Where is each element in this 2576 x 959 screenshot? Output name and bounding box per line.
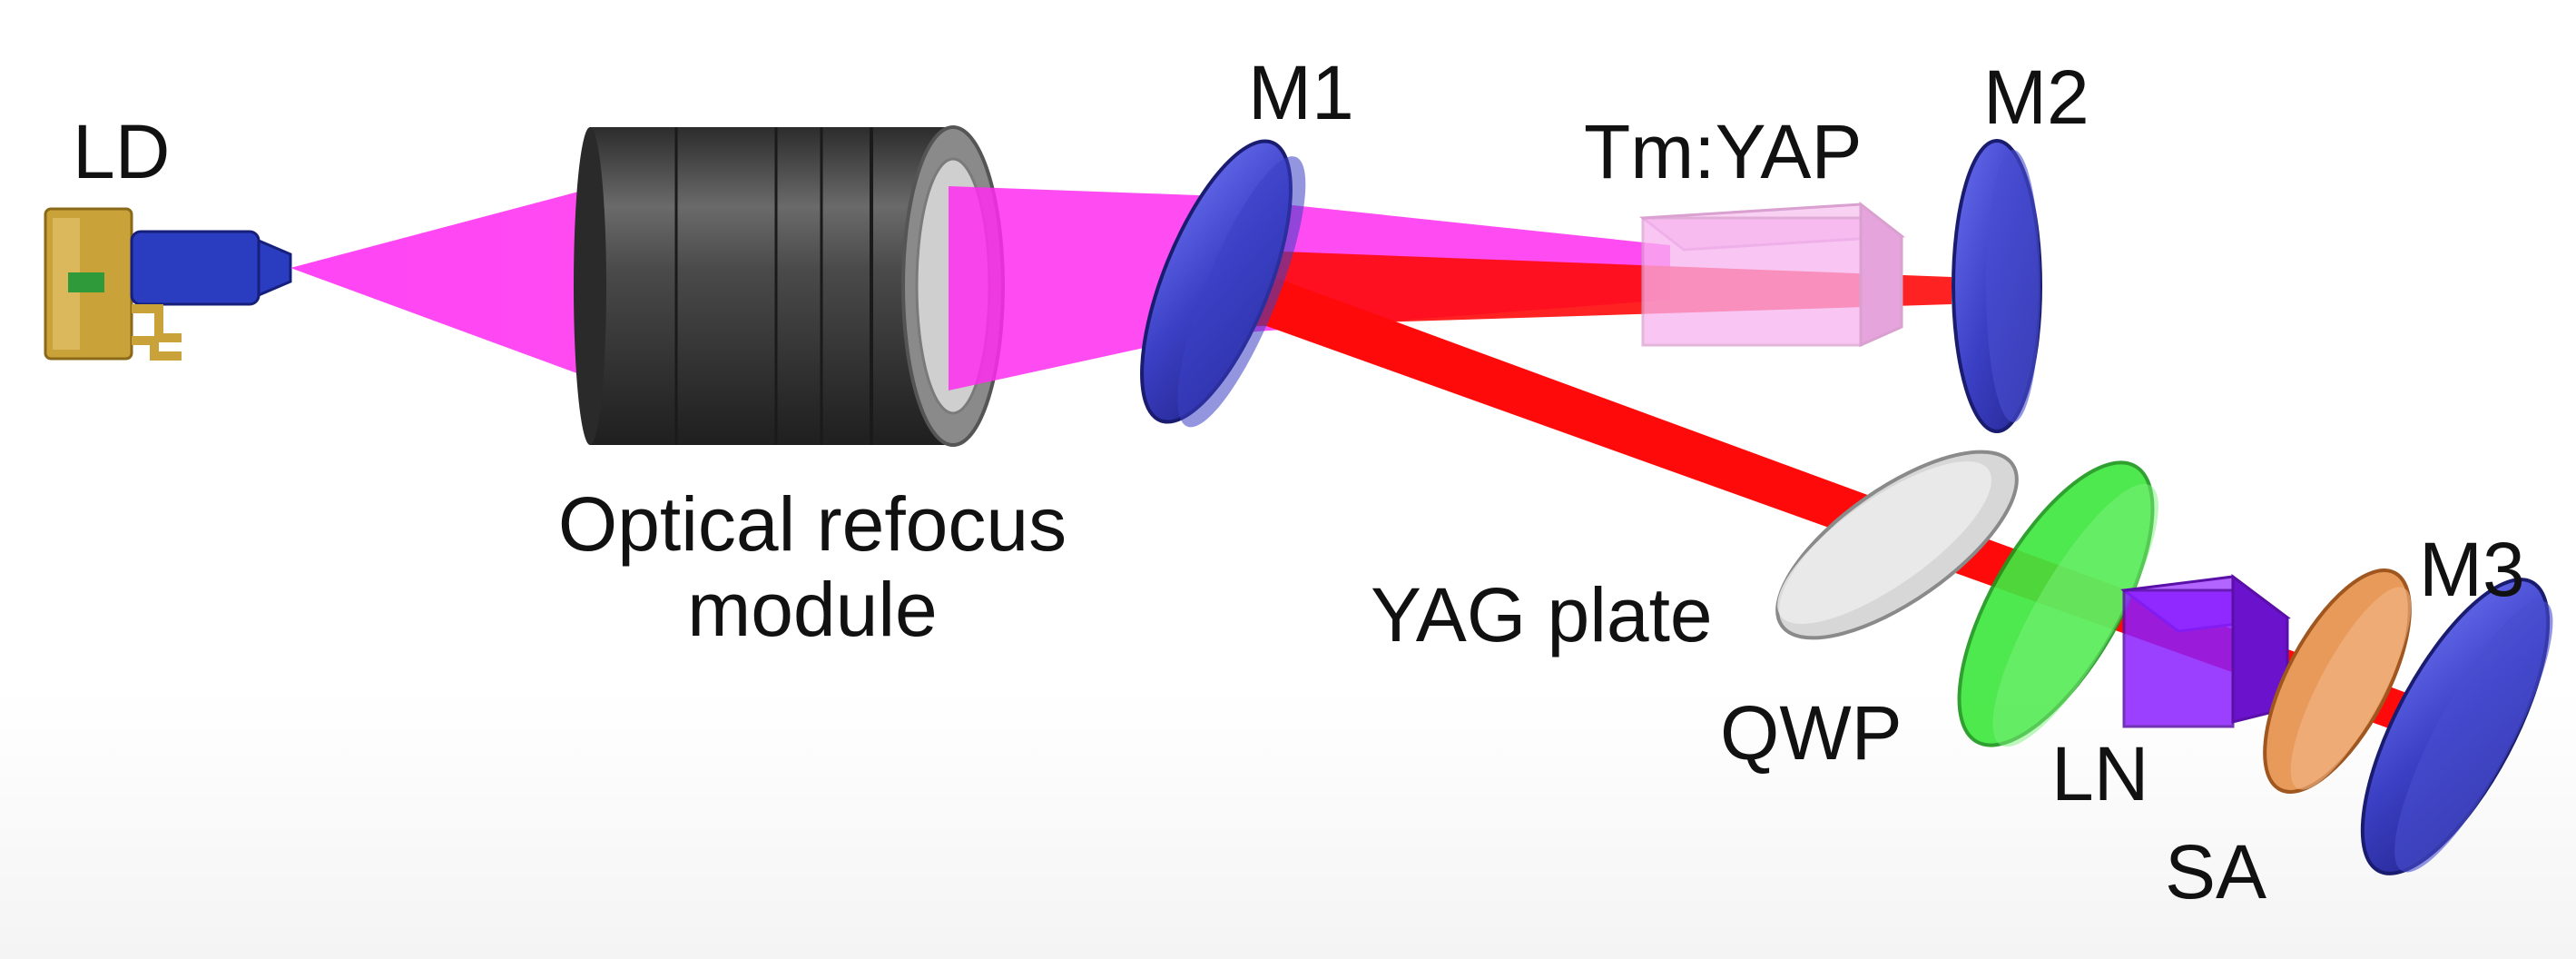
tm-yap-crystal — [1638, 201, 1906, 348]
floor-shading — [0, 690, 2576, 959]
label-m2: M2 — [1983, 54, 2089, 140]
ln-crystal — [2120, 574, 2291, 728]
yag-plate — [1775, 450, 2019, 640]
label-optical-line1: Optical refocus — [557, 481, 1067, 567]
label-yag-plate: YAG plate — [1371, 572, 1713, 657]
label-ld: LD — [73, 109, 171, 194]
label-optical-refocus-module: Optical refocus module — [495, 481, 1130, 652]
label-sa: SA — [2165, 829, 2267, 915]
mirror-m2 — [1952, 139, 2042, 433]
pump-beam-diverging — [290, 186, 599, 381]
quarter-wave-plate — [1957, 460, 2158, 747]
label-m3: M3 — [2419, 527, 2525, 612]
saturable-absorber — [2263, 568, 2412, 794]
optical-refocus-module — [574, 125, 1005, 447]
label-m1: M1 — [1248, 50, 1354, 135]
mirror-m3 — [2360, 578, 2553, 875]
mirror-m1 — [1140, 139, 1306, 428]
label-tm-yap: Tm:YAP — [1584, 109, 1863, 194]
laser-diode — [44, 207, 292, 361]
label-ln: LN — [2051, 731, 2149, 816]
label-optical-line2: module — [687, 567, 938, 653]
label-qwp: QWP — [1720, 690, 1903, 776]
